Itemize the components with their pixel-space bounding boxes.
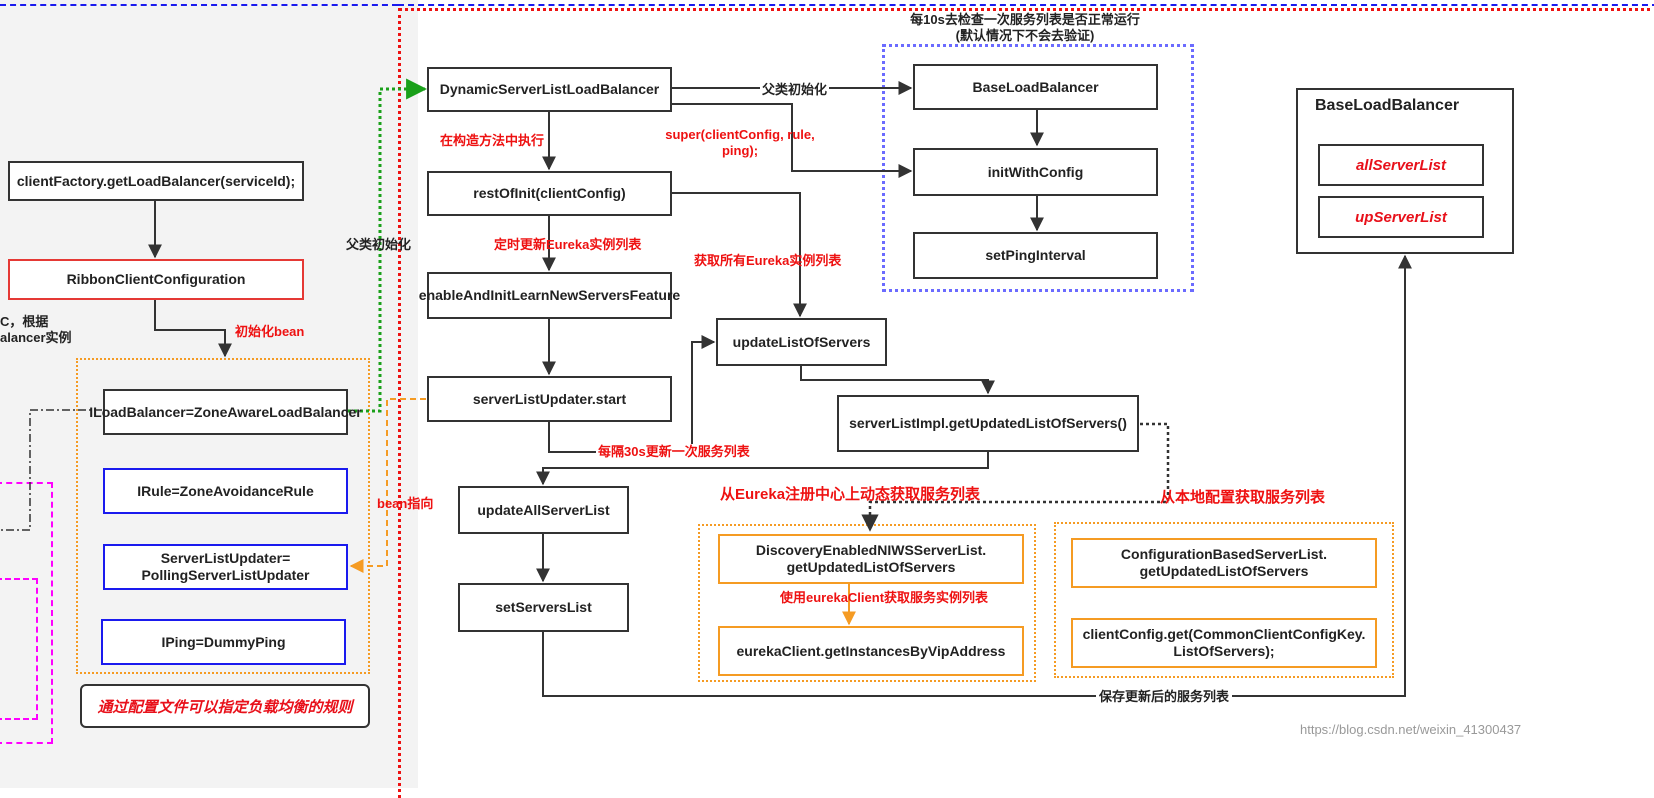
discovery-enabled-server-list-box: DiscoveryEnabledNIWSServerList. getUpdat… bbox=[718, 534, 1024, 584]
base-lb-panel-title: BaseLoadBalancer bbox=[1315, 97, 1460, 114]
magenta-border-outer bbox=[0, 482, 53, 744]
all-server-list-box: allServerList bbox=[1318, 144, 1484, 186]
cut-left-label-1: C，根据 bbox=[0, 314, 49, 329]
header-title-line2: (默认情况下不会去验证) bbox=[955, 28, 1095, 43]
irule-box: IRule=ZoneAvoidanceRule bbox=[103, 468, 348, 514]
init-bean-label: 初始化bean bbox=[235, 324, 305, 339]
left-top-border-2 bbox=[398, 4, 1654, 6]
client-config-get-box: clientConfig.get(CommonClientConfigKey. … bbox=[1071, 618, 1377, 668]
client-factory-box: clientFactory.getLoadBalancer(serviceId)… bbox=[8, 161, 304, 201]
watermark-url: https://blog.csdn.net/weixin_41300437 bbox=[1300, 722, 1522, 737]
arrow-restofinit-to-update-list bbox=[672, 192, 807, 318]
green-dotted-iload-to-dslb bbox=[348, 78, 428, 413]
set-ping-interval-box: setPingInterval bbox=[913, 232, 1158, 279]
ribbon-client-configuration-box: RibbonClientConfiguration bbox=[8, 259, 304, 300]
get-all-eureka-label: 获取所有Eureka实例列表 bbox=[694, 253, 842, 268]
init-with-config-box: initWithConfig bbox=[913, 148, 1158, 196]
configuration-based-server-list-box: ConfigurationBasedServerList. getUpdated… bbox=[1071, 538, 1377, 588]
up-server-list-box: upServerList bbox=[1318, 196, 1484, 238]
in-constructor-label: 在构造方法中执行 bbox=[440, 133, 545, 148]
bean-pointer-label: bean指向 bbox=[377, 496, 434, 511]
main-region-border bbox=[398, 8, 1654, 798]
local-config-group-border bbox=[1054, 522, 1394, 678]
base-load-balancer-box: BaseLoadBalancer bbox=[913, 64, 1158, 110]
save-updated-label: 保存更新后的服务列表 bbox=[1096, 689, 1233, 705]
left-top-border bbox=[0, 4, 398, 6]
update-list-of-servers-box: updateListOfServers bbox=[716, 318, 887, 366]
enable-feature-box: enableAndInitLearnNewServersFeature bbox=[419, 272, 680, 319]
dynamic-server-list-lb-box: DynamicServerListLoadBalancer bbox=[427, 67, 672, 112]
header-title: 每10s去检查一次服务列表是否正常运行 (默认情况下不会去验证) bbox=[870, 12, 1180, 44]
arrow-ribbon-to-beans bbox=[154, 300, 232, 358]
dotted-impl-to-discovery bbox=[861, 422, 1170, 532]
every-30s-label: 每隔30s更新一次服务列表 bbox=[596, 444, 752, 460]
arrow-impl-to-update-all bbox=[536, 452, 989, 486]
base-lb-group-border bbox=[882, 44, 1194, 292]
from-local-label: 从本地配置获取服务列表 bbox=[1160, 489, 1326, 506]
set-servers-list-box: setServersList bbox=[458, 583, 629, 632]
rest-of-init-box: restOfInit(clientConfig) bbox=[427, 171, 672, 216]
dashdot-left-iload bbox=[0, 409, 102, 531]
iload-balancer-box: ILoadBalancer=ZoneAwareLoadBalancer bbox=[89, 389, 362, 435]
update-all-server-list-box: updateAllServerList bbox=[458, 486, 629, 534]
timed-update-label: 定时更新Eureka实例列表 bbox=[494, 237, 642, 252]
header-title-line1: 每10s去检查一次服务列表是否正常运行 bbox=[910, 12, 1140, 27]
iping-box: IPing=DummyPing bbox=[101, 619, 346, 665]
server-list-updater-start-box: serverListUpdater.start bbox=[427, 376, 672, 422]
arrow-dslb-to-initwithconfig bbox=[672, 103, 913, 178]
cut-left-label-2: alancer实例 bbox=[0, 330, 72, 345]
use-eureka-client-label: 使用eurekaClient获取服务实例列表 bbox=[780, 590, 989, 605]
magenta-border-inner bbox=[0, 578, 38, 720]
arrow-set-to-base-panel bbox=[542, 254, 1412, 697]
server-list-updater-box: ServerListUpdater= PollingServerListUpda… bbox=[103, 544, 348, 590]
arrow-update-list-to-impl bbox=[800, 366, 995, 395]
eureka-client-vip-box: eurekaClient.getInstancesByVipAddress bbox=[718, 626, 1024, 676]
from-eureka-label: 从Eureka注册中心上动态获取服务列表 bbox=[720, 486, 981, 503]
super-call-label: super(clientConfig, rule, ping); bbox=[665, 127, 815, 158]
server-list-impl-box: serverListImpl.getUpdatedListOfServers() bbox=[837, 395, 1139, 452]
parent-init-top-label: 父类初始化 bbox=[760, 82, 830, 98]
orange-dashed-start-to-updater bbox=[349, 398, 426, 573]
parent-init-left-label: 父类初始化 bbox=[346, 237, 412, 252]
config-note-box: 通过配置文件可以指定负载均衡的规则 bbox=[80, 684, 370, 728]
ribbon-beans-group-border bbox=[76, 358, 370, 674]
